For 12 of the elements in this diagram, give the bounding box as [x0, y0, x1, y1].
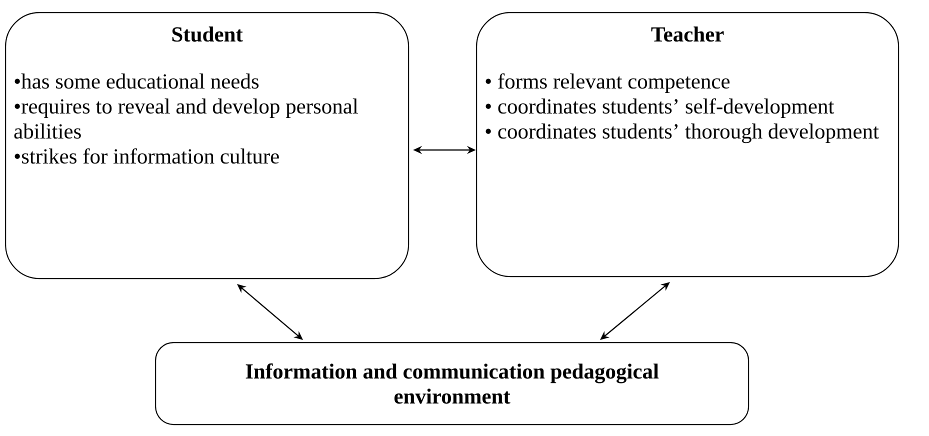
- bullet-item: • coordinates students’ thorough development: [486, 124, 879, 144]
- teacher-box: [476, 12, 900, 278]
- box-title: Information and communication pedagogical environment: [246, 363, 659, 404]
- environment-box: [155, 342, 750, 426]
- box-title: Student: [172, 26, 243, 42]
- bullet-item: • coordinates students’ self-development: [486, 98, 834, 118]
- student-box: [5, 12, 410, 280]
- bullet-item: •has some educational needs: [14, 74, 259, 89]
- box-title: Teacher: [651, 26, 724, 42]
- bullet-item: •strikes for information culture: [14, 148, 279, 164]
- bullet-item: •requires to reveal and develop personal abilities: [14, 98, 358, 139]
- bullet-item: • forms relevant competence: [486, 73, 730, 94]
